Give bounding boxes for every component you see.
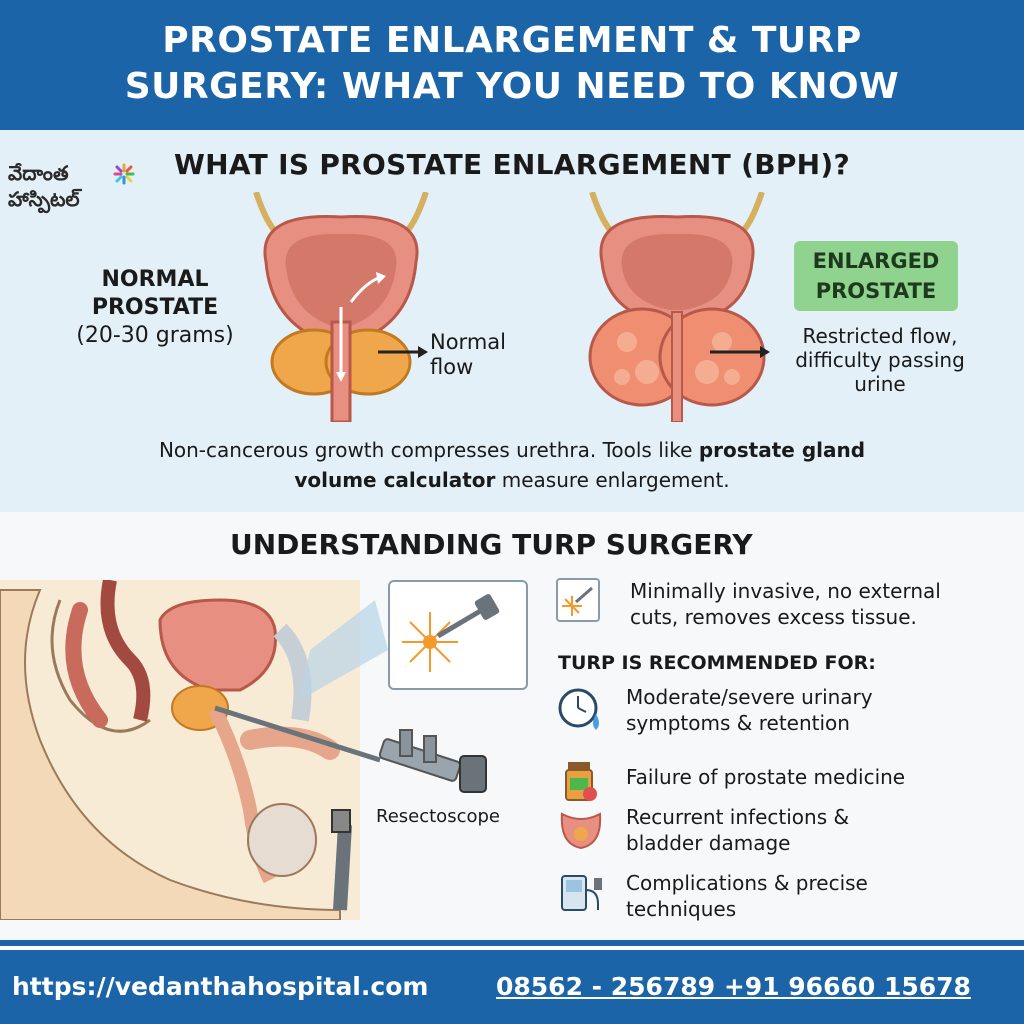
website-link[interactable]: https://vedanthahospital.com: [12, 972, 429, 1001]
header-title-line2: SURGERY: WHAT YOU NEED TO KNOW: [124, 66, 900, 107]
recommend-2-line1: Failure of prostate medicine: [626, 765, 906, 789]
medicine-bottle-icon: [565, 762, 597, 801]
device-icon: [561, 875, 602, 911]
normal-label-weight: (20-30 grams): [76, 323, 234, 348]
bph-section: WHAT IS PROSTATE ENLARGEMENT (BPH)? వేదా…: [0, 130, 1024, 512]
enlarged-prostate-badge: ENLARGED PROSTATE: [794, 241, 958, 311]
normal-prostate-illustration: [253, 192, 429, 422]
recommend-4-line2: techniques: [626, 897, 737, 921]
laser-icon: [402, 594, 500, 672]
desc-part2: measure enlargement.: [495, 468, 730, 492]
enlarged-prostate-illustration: [588, 192, 766, 422]
desc-bold1: prostate gland: [698, 438, 866, 462]
restricted-line2: difficulty passing: [795, 348, 965, 372]
enlarged-line2: PROSTATE: [815, 279, 937, 303]
normal-label-line1: NORMAL: [101, 267, 209, 292]
flower-icon: [113, 163, 135, 185]
footer: https://vedanthahospital.com 08562 - 256…: [0, 950, 1024, 1024]
recommended-title: TURP IS RECOMMENDED FOR:: [558, 652, 876, 674]
bph-description: Non-cancerous growth compresses urethra.…: [60, 435, 964, 495]
recommend-1-line2: symptoms & retention: [626, 711, 850, 735]
desc-bold2: volume calculator: [294, 468, 496, 492]
bph-title: WHAT IS PROSTATE ENLARGEMENT (BPH)?: [173, 148, 851, 181]
normal-flow-arrow: [378, 346, 428, 358]
normal-label-line2: PROSTATE: [91, 295, 219, 320]
header-title-line1: PROSTATE ENLARGEMENT & TURP: [162, 20, 862, 61]
footer-divider: [0, 940, 1024, 946]
recommend-3-line2: bladder damage: [626, 831, 791, 855]
benefit-line2: cuts, removes excess tissue.: [630, 605, 917, 629]
bladder-icon: [560, 812, 602, 850]
restricted-line3: urine: [854, 372, 906, 396]
benefit-text: Minimally invasive, no external cuts, re…: [630, 578, 1010, 630]
turp-title: UNDERSTANDING TURP SURGERY: [230, 528, 753, 561]
normal-flow-line2: flow: [430, 355, 474, 379]
normal-prostate-label: NORMAL PROSTATE (20-30 grams): [55, 266, 255, 350]
laser-small-icon: [556, 578, 600, 622]
turp-section: UNDERSTANDING TURP SURGERY Resectoscope: [0, 512, 1024, 940]
benefit-line1: Minimally invasive, no external: [630, 579, 941, 603]
anatomy-illustration: [0, 580, 487, 920]
normal-flow-label: Normal flow: [430, 330, 506, 380]
logo-line2: హాస్పిటల్: [8, 187, 80, 211]
laser-zoom-panel: [388, 580, 528, 690]
logo-line1: వేదాంత: [8, 161, 69, 185]
restricted-flow-label: Restricted flow, difficulty passing urin…: [770, 324, 990, 396]
hospital-logo: వేదాంత హాస్పిటల్: [8, 160, 138, 212]
recommend-3-line1: Recurrent infections &: [626, 805, 850, 829]
restricted-line1: Restricted flow,: [802, 324, 958, 348]
desc-part1: Non-cancerous growth compresses urethra.…: [158, 438, 699, 462]
normal-flow-line1: Normal: [430, 330, 506, 354]
page-header: PROSTATE ENLARGEMENT & TURP SURGERY: WHA…: [0, 0, 1024, 130]
restricted-flow-arrow: [710, 346, 770, 358]
clock-drop-icon: [558, 688, 599, 730]
phone-numbers-link[interactable]: 08562 - 256789 +91 96660 15678: [496, 972, 971, 1001]
resectoscope-label: Resectoscope: [376, 806, 500, 827]
recommend-4-line1: Complications & precise: [626, 871, 868, 895]
recommend-1-line1: Moderate/severe urinary: [626, 685, 873, 709]
enlarged-line1: ENLARGED: [812, 249, 940, 273]
